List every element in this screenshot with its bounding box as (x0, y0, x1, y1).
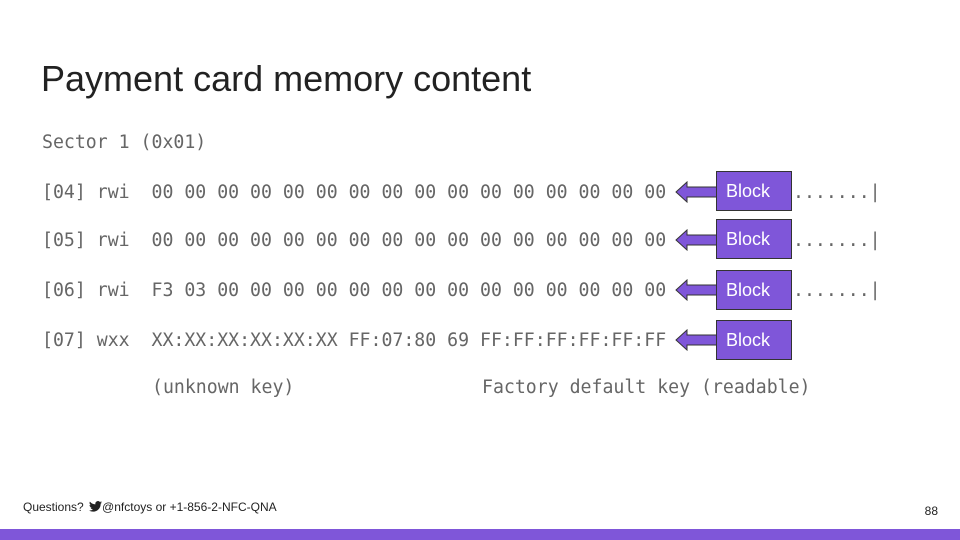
row-tail: .......| (793, 280, 881, 301)
row-tail: .......| (793, 182, 881, 203)
arrow-left-icon (675, 181, 717, 203)
twitter-bird-icon (89, 501, 103, 512)
block-callout: Block (716, 171, 792, 211)
footer-contact-text: @nfctoys or +1-856-2-NFC-QNA (102, 500, 277, 514)
page-number: 88 (924, 504, 938, 518)
default-key-label: Factory default key (readable) (482, 377, 811, 398)
row-text: [05] rwi 00 00 00 00 00 00 00 00 00 00 0… (42, 230, 667, 251)
arrow-left-icon (675, 329, 717, 351)
arrow-left-icon (675, 229, 717, 251)
page-title: Payment card memory content (41, 58, 532, 99)
row-text: [07] wxx XX:XX:XX:XX:XX:XX FF:07:80 69 F… (42, 330, 667, 351)
row-text: [06] rwi F3 03 00 00 00 00 00 00 00 00 0… (42, 280, 667, 301)
unknown-key-label: (unknown key) (152, 377, 295, 398)
block-callout: Block (716, 219, 792, 259)
sector-label: Sector 1 (0x01) (42, 132, 207, 153)
row-tail: .......| (793, 230, 881, 251)
arrow-left-icon (675, 279, 717, 301)
block-callout: Block (716, 270, 792, 310)
row-text: [04] rwi 00 00 00 00 00 00 00 00 00 00 0… (42, 182, 667, 203)
footer-questions: Questions? (23, 500, 84, 514)
footer-accent-bar (0, 529, 960, 540)
footer-contact: Questions? @nfctoys or +1-856-2-NFC-QNA (23, 500, 277, 514)
block-callout: Block (716, 320, 792, 360)
